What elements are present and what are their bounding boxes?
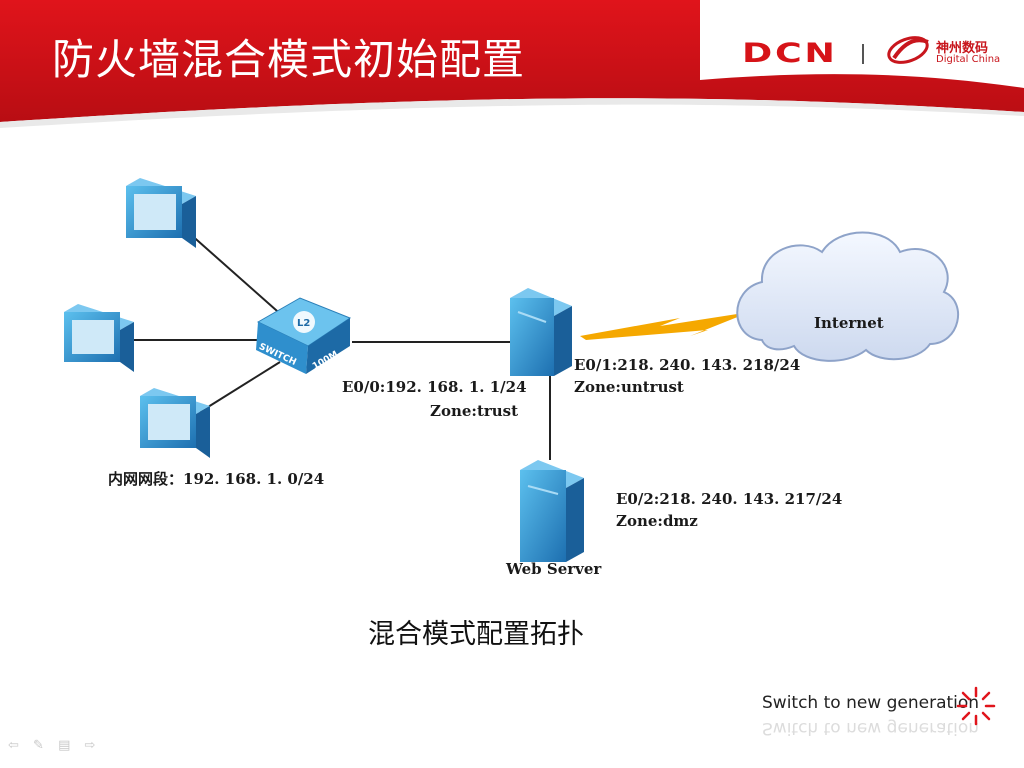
diagram-caption: 混合模式配置拓扑 — [368, 619, 584, 650]
slogan-reflection: Switch to new generation — [762, 718, 980, 738]
sunburst-icon — [956, 686, 996, 726]
pc-1-icon — [126, 178, 196, 248]
pc-3-icon — [140, 388, 210, 458]
firewall-icon — [510, 288, 572, 376]
next-slide-icon[interactable]: ⇨ — [84, 738, 96, 753]
menu-icon[interactable]: ▤ — [58, 738, 71, 753]
lan-segment-label: 内网网段：192. 168. 1. 0/24 — [108, 470, 325, 488]
e0-2-zone-label: Zone:dmz — [616, 512, 698, 530]
slide-title: 防火墙混合模式初始配置 — [52, 35, 526, 84]
slide-nav: ⇦ ✎ ▤ ⇨ — [8, 738, 105, 753]
pen-icon[interactable]: ✎ — [33, 738, 44, 753]
logo-divider — [862, 44, 864, 64]
digital-china-logo-icon — [887, 36, 929, 64]
link-pc3-switch — [199, 361, 281, 413]
web-server-label: Web Server — [506, 560, 602, 578]
slogan-text: Switch to new generation — [762, 693, 980, 713]
links — [130, 224, 551, 460]
wan-lightning-icon — [580, 312, 750, 340]
switch-l2-text: L2 — [297, 318, 310, 329]
e0-0-zone-label: Zone:trust — [430, 402, 519, 420]
internet-cloud-icon — [736, 231, 960, 362]
l2-switch-icon: L2 SWITCH 100M — [256, 297, 352, 374]
brand-name-cn: 神州数码 — [936, 41, 989, 56]
e0-1-zone-label: Zone:untrust — [574, 378, 684, 396]
internet-label: Internet — [814, 314, 884, 332]
link-pc1-switch — [179, 224, 286, 319]
e0-2-interface-label: E0/2:218. 240. 143. 217/24 — [616, 490, 843, 508]
web-server-icon — [520, 460, 584, 562]
e0-0-interface-label: E0/0:192. 168. 1. 1/24 — [342, 378, 527, 396]
dcn-logo: DCN — [742, 38, 838, 69]
prev-slide-icon[interactable]: ⇦ — [8, 738, 19, 753]
e0-1-interface-label: E0/1:218. 240. 143. 218/24 — [574, 356, 801, 374]
brand-name-en: Digital China — [936, 54, 1001, 65]
pc-2-icon — [64, 304, 134, 372]
